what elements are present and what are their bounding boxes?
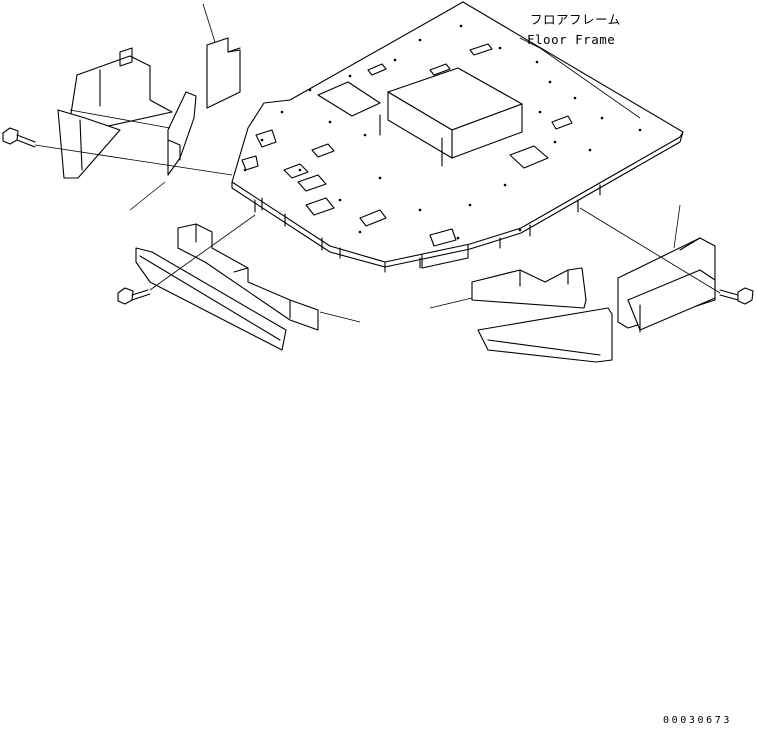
right-rear-bracket: [617, 237, 716, 333]
floor-frame-label-en: Floor Frame: [527, 32, 616, 47]
floor-frame-label-jp: フロアフレーム: [530, 12, 621, 27]
plate-cutouts: [241, 43, 573, 247]
bolt-left-upper: [2, 127, 36, 148]
right-front-cushion: [471, 267, 587, 309]
bolt-right: [719, 287, 754, 305]
right-front-step-plate: [477, 307, 613, 363]
front-left-cushion: [177, 223, 319, 331]
underside-brackets: [254, 184, 601, 273]
left-cushion-pad: [167, 91, 197, 176]
floor-frame-plate: [231, 1, 684, 273]
bolt-left-lower: [117, 287, 151, 305]
left-rear-bracket: [57, 47, 173, 179]
drawing-number: 00030673: [663, 715, 732, 726]
left-cushion-upper: [206, 37, 241, 109]
seat-mount-box: [379, 67, 523, 167]
leader-lines: [34, 3, 721, 323]
